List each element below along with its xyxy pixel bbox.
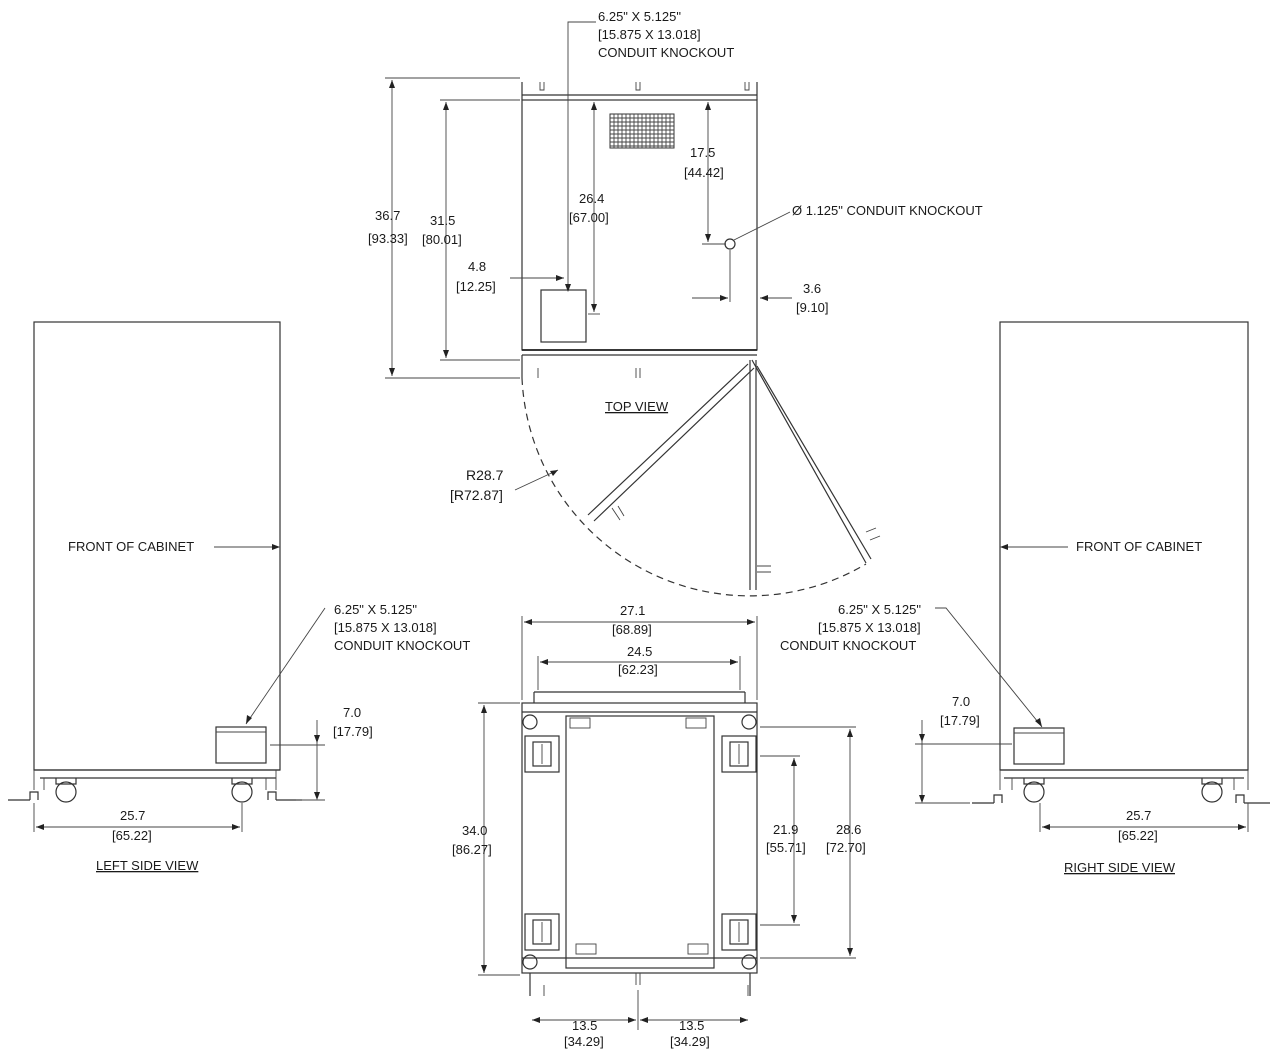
left-dim-width-mm: [65.22] bbox=[112, 828, 152, 843]
left-dim-height-inch: 7.0 bbox=[343, 705, 361, 720]
door-radius-mm: [R72.87] bbox=[450, 487, 503, 503]
right-dim-width-inch: 25.7 bbox=[1126, 808, 1151, 823]
dim-inner-width-inch: 24.5 bbox=[627, 644, 652, 659]
caster-plate-front-left bbox=[524, 735, 560, 773]
dim-knockout-y-mm: [67.00] bbox=[569, 210, 609, 225]
right-side-view: FRONT OF CABINET 6.25" X 5.125" [15.875 … bbox=[780, 321, 1270, 875]
left-knockout-line2: [15.875 X 13.018] bbox=[334, 620, 437, 635]
round-knockout bbox=[724, 238, 736, 250]
door-swing-arc bbox=[521, 377, 867, 597]
left-knockout-box bbox=[215, 726, 267, 764]
left-view-title: LEFT SIDE VIEW bbox=[96, 858, 199, 873]
top-knockout-rect bbox=[540, 289, 587, 343]
top-knockout-rect-line2: [15.875 X 13.018] bbox=[598, 27, 701, 42]
top-knockout-rect-line1: 6.25" X 5.125" bbox=[598, 9, 681, 24]
right-knockout-line3: CONDUIT KNOCKOUT bbox=[780, 638, 916, 653]
left-dim-width-inch: 25.7 bbox=[120, 808, 145, 823]
dim-half-right-mm: [34.29] bbox=[670, 1034, 710, 1049]
dim-round-y-inch: 17.5 bbox=[690, 145, 715, 160]
left-dim-height-mm: [17.79] bbox=[333, 724, 373, 739]
dim-depth-total-mm: [93.33] bbox=[368, 231, 408, 246]
caster-plate-rear-left bbox=[524, 913, 560, 951]
dim-inner-width-mm: [62.23] bbox=[618, 662, 658, 677]
dim-outer-width-mm: [68.89] bbox=[612, 622, 652, 637]
bottom-frame-outline bbox=[521, 702, 758, 974]
dim-half-right-inch: 13.5 bbox=[679, 1018, 704, 1033]
bottom-inner-opening bbox=[565, 715, 715, 969]
door-radius-inch: R28.7 bbox=[466, 467, 504, 483]
dim-frame-depth-inch: 28.6 bbox=[836, 822, 861, 837]
right-dim-height-mm: [17.79] bbox=[940, 713, 980, 728]
dim-caster-span-inch: 21.9 bbox=[773, 822, 798, 837]
dim-knockout-x-inch: 4.8 bbox=[468, 259, 486, 274]
dim-half-left-mm: [34.29] bbox=[564, 1034, 604, 1049]
dim-caster-span-mm: [55.71] bbox=[766, 840, 806, 855]
dim-depth-inner-mm: [80.01] bbox=[422, 232, 462, 247]
dim-knockout-y-inch: 26.4 bbox=[579, 191, 604, 206]
dim-depth-mm: [86.27] bbox=[452, 842, 492, 857]
right-front-label: FRONT OF CABINET bbox=[1076, 539, 1202, 554]
bottom-view: 27.1 [68.89] 24.5 [62.23] 34.0 [86.27] 2… bbox=[452, 603, 866, 1049]
caster-plate-front-right bbox=[721, 735, 757, 773]
top-view: 6.25" X 5.125" [15.875 X 13.018] CONDUIT… bbox=[368, 9, 983, 597]
left-knockout-line3: CONDUIT KNOCKOUT bbox=[334, 638, 470, 653]
right-view-title: RIGHT SIDE VIEW bbox=[1064, 860, 1176, 875]
vent-grille bbox=[609, 113, 675, 149]
right-dim-height-inch: 7.0 bbox=[952, 694, 970, 709]
dim-round-x-mm: [9.10] bbox=[796, 300, 829, 315]
right-knockout-box bbox=[1013, 727, 1065, 765]
dim-round-y-mm: [44.42] bbox=[684, 165, 724, 180]
dim-outer-width-inch: 27.1 bbox=[620, 603, 645, 618]
left-side-view: FRONT OF CABINET 6.25" X 5.125" [15.875 … bbox=[8, 321, 470, 873]
caster-plate-rear-right bbox=[721, 913, 757, 951]
right-knockout-line1: 6.25" X 5.125" bbox=[838, 602, 921, 617]
dim-depth-inch: 34.0 bbox=[462, 823, 487, 838]
round-knockout-label: Ø 1.125" CONDUIT KNOCKOUT bbox=[792, 203, 983, 218]
dim-depth-inner-inch: 31.5 bbox=[430, 213, 455, 228]
left-front-label: FRONT OF CABINET bbox=[68, 539, 194, 554]
dim-round-x-inch: 3.6 bbox=[803, 281, 821, 296]
right-knockout-line2: [15.875 X 13.018] bbox=[818, 620, 921, 635]
dim-frame-depth-mm: [72.70] bbox=[826, 840, 866, 855]
dim-knockout-x-mm: [12.25] bbox=[456, 279, 496, 294]
dim-half-left-inch: 13.5 bbox=[572, 1018, 597, 1033]
left-knockout-line1: 6.25" X 5.125" bbox=[334, 602, 417, 617]
top-view-title: TOP VIEW bbox=[605, 399, 669, 414]
right-dim-width-mm: [65.22] bbox=[1118, 828, 1158, 843]
top-knockout-rect-line3: CONDUIT KNOCKOUT bbox=[598, 45, 734, 60]
dim-depth-total-inch: 36.7 bbox=[375, 208, 400, 223]
